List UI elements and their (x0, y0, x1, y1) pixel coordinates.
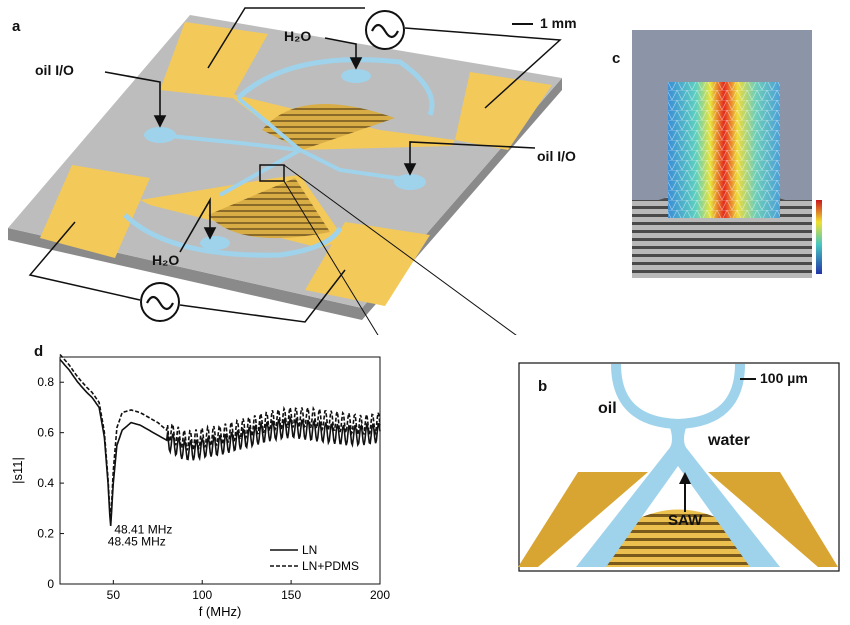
y-tick-label: 0.8 (37, 375, 54, 389)
zoom-line-2 (283, 180, 379, 335)
y-tick-label: 0 (47, 577, 54, 591)
y-axis-label: |s11| (10, 457, 25, 484)
reservoir-oil-left (144, 127, 176, 143)
zoom-box (259, 164, 285, 182)
legend-label: LN+PDMS (302, 559, 359, 573)
wire-top (207, 7, 365, 69)
panel-letter-c: c (612, 50, 621, 67)
s11-chart: 50 100 150 200 0 0.2 0.4 0.6 0.8 f (MHz) |s11| 48.4… (10, 353, 390, 619)
wire-bottom-2 (179, 269, 346, 323)
panel-letter-a: a (12, 18, 21, 35)
label-h2o-top: H₂O (284, 28, 312, 44)
label-h2o-bottom: H₂O (152, 252, 180, 268)
ac-source-icon (140, 282, 180, 322)
arrow-h2o-top (324, 37, 357, 60)
idt-top (262, 104, 395, 150)
panel-b: b 100 µm oil water SAW (518, 362, 840, 572)
substrate-side (8, 78, 562, 320)
panel-a: a 1 mm H₂O oil I/O oil I/O H₂O (0, 0, 600, 335)
scale-bar-label-a: 1 mm (540, 15, 577, 31)
arrow-h2o-bottom (179, 197, 211, 253)
label-oil-io-right: oil I/O (537, 148, 576, 164)
x-axis-label: f (MHz) (199, 604, 242, 619)
electrode-right (708, 472, 838, 567)
x-tick-label: 50 (107, 588, 121, 602)
panel-letter-b: b (538, 378, 548, 395)
junction-channel (576, 422, 780, 567)
ac-source-icon (365, 10, 405, 50)
x-tick-label: 100 (192, 588, 212, 602)
legend-label: LN (302, 543, 317, 557)
electrode-left (518, 472, 648, 567)
panel-c: c (600, 30, 840, 290)
panel-letter-d: d (34, 343, 44, 360)
scale-bar-label-b: 100 µm (760, 370, 808, 386)
junction-illustration (518, 362, 840, 572)
x-tick-label: 150 (281, 588, 301, 602)
channel-center-2 (219, 96, 304, 197)
y-tick-label: 0.4 (37, 476, 54, 490)
substrate-top (8, 15, 562, 308)
annotation-label: 48.41 MHz (114, 523, 172, 537)
y-tick-label: 0.2 (37, 527, 54, 541)
electrode-pad-bottom-right (305, 222, 430, 306)
reservoir-h2o-bottom (200, 236, 230, 250)
channel-bottom-loop (123, 213, 343, 258)
device-illustration (8, 7, 562, 335)
label-oil: oil (598, 400, 617, 417)
wire-top-2 (404, 27, 562, 109)
reservoir-h2o-top (341, 69, 371, 83)
annotation-label: 48.45 MHz (108, 535, 166, 549)
electrode-pad-top-right (455, 72, 552, 150)
electrode-pad-bottom-left (40, 165, 150, 258)
heatmap-image (632, 30, 822, 278)
y-tick-label: 0.6 (37, 426, 54, 440)
panel-d: d 50 100 150 200 0 0.2 0.4 0.6 0.8 f (MHz) |s11| 48… (0, 335, 400, 625)
series-line-ln (59, 358, 381, 526)
electrode-pad-top-left (160, 22, 268, 98)
x-tick-label: 200 (370, 588, 390, 602)
arrow-oil-left (104, 71, 161, 118)
arrow-oil-right (409, 141, 536, 166)
label-oil-io-left: oil I/O (35, 62, 74, 78)
reservoir-oil-right (394, 174, 426, 190)
label-saw: SAW (668, 512, 703, 529)
wire-bottom (28, 221, 141, 301)
label-water: water (708, 432, 750, 449)
plot-frame (59, 356, 381, 585)
zoom-line-1 (283, 164, 517, 335)
idt-bottom (208, 178, 330, 239)
channel-top-loop (236, 57, 435, 116)
colorbar (816, 200, 822, 274)
